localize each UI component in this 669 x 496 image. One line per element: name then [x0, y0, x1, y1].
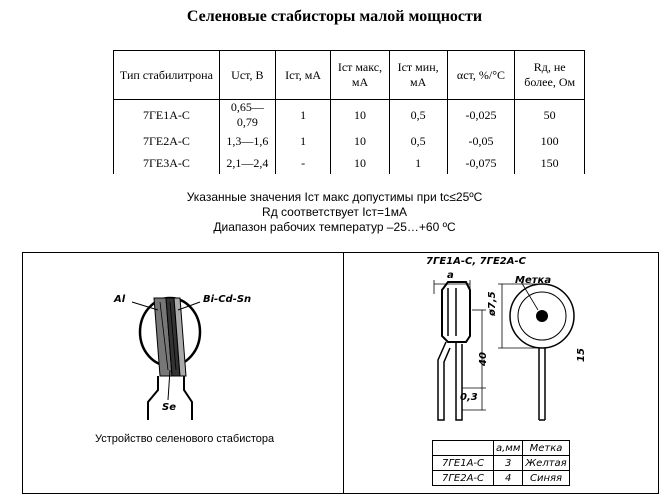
- figure-frame: [22, 252, 659, 494]
- table-cell: Желтая: [522, 455, 570, 471]
- table-row: 7ГЕ1А-С 3 Желтая: [432, 455, 570, 471]
- col-rd: Rд, не более, Ом: [514, 50, 585, 100]
- table-cell: 4: [492, 470, 524, 486]
- right-figure-header: 7ГЕ1А-С, 7ГЕ2А-С: [426, 256, 526, 267]
- stabistor-structure-drawing: [131, 296, 202, 420]
- col-ist-min: Iст мин, мА: [388, 50, 448, 100]
- table-cell: 1,3—1,6: [218, 130, 276, 152]
- table-cell: -0,025: [446, 99, 516, 130]
- page-title: Селеновые стабисторы малой мощности: [186, 8, 483, 25]
- table-cell: 10: [330, 99, 390, 130]
- col-ust: Uст, В: [218, 50, 276, 100]
- table-row: a,мм Метка: [432, 440, 570, 456]
- table-cell: 3: [492, 455, 524, 471]
- table-cell: 7ГЕ1А-С: [113, 99, 220, 130]
- table-cell: 100: [514, 130, 585, 152]
- table-cell: -0,05: [446, 130, 516, 152]
- table-cell: -: [274, 152, 332, 174]
- label-se: Se: [162, 402, 176, 413]
- col-alpha: αст, %/°С: [446, 50, 516, 100]
- figure-divider: [343, 252, 344, 493]
- table-cell: 1: [274, 130, 332, 152]
- table-row: 7ГЕ1А-С 0,65—0,79 1 10 0,5 -0,025 50: [113, 99, 585, 130]
- table-cell: 7ГЕ2А-С: [432, 470, 494, 486]
- table-cell: 1: [388, 152, 448, 174]
- table-cell: 0,5: [388, 99, 448, 130]
- label-al: Al: [114, 294, 126, 305]
- spec-table: Тип стабилитрона Uст, В Iст, мА Iст макс…: [113, 50, 585, 174]
- note-line-1: Указанные значения Iст макс допустимы пр…: [186, 190, 483, 204]
- table-row: 7ГЕ3А-С 2,1—2,4 - 10 1 -0,075 150: [113, 152, 585, 174]
- dim-03: 0,3: [460, 392, 478, 403]
- table-cell: 0,5: [388, 130, 448, 152]
- table-cell: [432, 440, 494, 456]
- table-cell: a,мм: [492, 440, 524, 456]
- dim-a: a: [447, 270, 454, 281]
- table-cell: 1: [274, 99, 332, 130]
- col-type: Тип стабилитрона: [113, 50, 220, 100]
- table-cell: 7ГЕ1А-С: [432, 455, 494, 471]
- note-line-2: Rд соответствует Iст=1мА: [262, 205, 407, 219]
- note-line-3: Диапазон рабочих температур –25…+60 ºС: [213, 220, 456, 234]
- table-cell: 50: [514, 99, 585, 130]
- table-cell: 2,1—2,4: [218, 152, 276, 174]
- table-row: 7ГЕ2А-С 4 Синяя: [432, 470, 570, 486]
- stabistor-dimensions-drawing: [433, 279, 575, 421]
- table-cell: 10: [330, 130, 390, 152]
- marks-table: a,мм Метка 7ГЕ1А-С 3 Желтая 7ГЕ2А-С 4 Си…: [432, 440, 570, 486]
- table-cell: Метка: [522, 440, 570, 456]
- col-ist-max: Iст макс, мА: [330, 50, 390, 100]
- table-cell: 10: [330, 152, 390, 174]
- table-row: 7ГЕ2А-С 1,3—1,6 1 10 0,5 -0,05 100: [113, 130, 585, 152]
- table-cell: Синяя: [522, 470, 570, 486]
- figure-caption: Устройство селенового стабистора: [95, 433, 275, 445]
- table-cell: 7ГЕ3А-С: [113, 152, 220, 174]
- notes: Указанные значения Iст макс допустимы пр…: [0, 190, 669, 235]
- table-cell: 7ГЕ2А-С: [113, 130, 220, 152]
- table-cell: -0,075: [446, 152, 516, 174]
- col-ist: Iст, мА: [274, 50, 332, 100]
- label-metka: Метка: [515, 275, 552, 286]
- label-bi-cd-sn: Bi-Cd-Sn: [203, 294, 252, 305]
- table-cell: 150: [514, 152, 585, 174]
- table-cell: 0,65—0,79: [218, 99, 276, 130]
